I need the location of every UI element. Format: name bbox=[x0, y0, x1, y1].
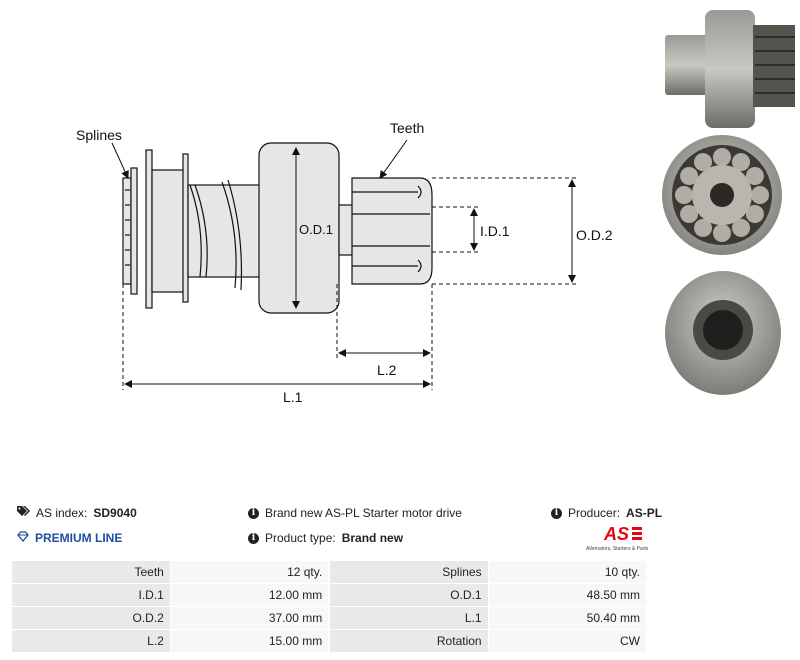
gear-tooth bbox=[713, 224, 731, 242]
product-photo-splines-end bbox=[665, 271, 781, 395]
label-od1: O.D.1 bbox=[299, 222, 333, 237]
spec-label: Teeth bbox=[11, 560, 171, 584]
technical-drawing: Splines Teeth O.D.1 I.D.1 O.D.2 L.2 L.1 bbox=[76, 120, 613, 405]
producer-value: AS-PL bbox=[626, 506, 663, 520]
spec-value: 50.40 mm bbox=[487, 606, 648, 630]
spec-value: 37.00 mm bbox=[169, 606, 331, 630]
spec-label: O.D.1 bbox=[328, 583, 489, 607]
diamond-icon bbox=[17, 531, 29, 545]
label-l2: L.2 bbox=[377, 362, 397, 378]
spec-label: O.D.2 bbox=[11, 606, 171, 630]
spec-value: 15.00 mm bbox=[169, 629, 331, 653]
product-photo-gear-end bbox=[662, 135, 782, 255]
gear-tooth bbox=[680, 205, 699, 223]
spec-label: L.1 bbox=[328, 606, 489, 630]
label-splines: Splines bbox=[76, 127, 122, 143]
label-l1: L.1 bbox=[283, 389, 303, 405]
info-icon: i bbox=[248, 532, 259, 544]
spec-label: I.D.1 bbox=[11, 583, 171, 607]
splines-flange bbox=[122, 177, 132, 285]
label-id1: I.D.1 bbox=[480, 223, 510, 239]
as-index-value: SD9040 bbox=[93, 506, 137, 520]
producer-row: i Producer: AS-PL bbox=[551, 506, 662, 520]
info-icon: i bbox=[248, 507, 259, 519]
label-teeth: Teeth bbox=[390, 120, 424, 136]
premium-line-row: PREMIUM LINE bbox=[17, 531, 122, 545]
product-type-value: Brand new bbox=[341, 531, 404, 545]
svg-text:AS: AS bbox=[603, 524, 629, 544]
gear-tooth bbox=[745, 167, 764, 185]
spec-label: L.2 bbox=[11, 629, 171, 653]
description-text: Brand new AS-PL Starter motor drive bbox=[265, 506, 462, 520]
as-pl-logo: AS Alternators, Starters & Parts bbox=[586, 524, 649, 552]
gear-tooth bbox=[694, 218, 712, 237]
tags-icon bbox=[17, 506, 30, 520]
spec-label: Splines bbox=[328, 560, 489, 584]
gear-body bbox=[351, 177, 433, 285]
producer-label: Producer: bbox=[568, 506, 621, 520]
gear-tooth bbox=[732, 153, 750, 172]
spec-value: CW bbox=[487, 629, 648, 653]
gear-tooth bbox=[680, 167, 699, 185]
spec-value: 10 qty. bbox=[487, 560, 648, 584]
premium-line-label: PREMIUM LINE bbox=[35, 531, 123, 545]
spec-value: 12.00 mm bbox=[169, 583, 331, 607]
spec-label: Rotation bbox=[328, 629, 489, 653]
gear-tooth bbox=[713, 148, 731, 166]
product-type-label: Product type: bbox=[265, 531, 336, 545]
gear-tooth bbox=[732, 218, 750, 237]
gear-tooth bbox=[745, 205, 764, 223]
gear-tooth bbox=[751, 186, 769, 204]
as-index-row: AS index: SD9040 bbox=[17, 506, 137, 520]
spec-value: 12 qty. bbox=[169, 560, 331, 584]
svg-text:Alternators, Starters & Parts: Alternators, Starters & Parts bbox=[586, 546, 649, 552]
product-photo-side bbox=[665, 10, 795, 128]
gear-tooth bbox=[694, 153, 712, 172]
label-od2: O.D.2 bbox=[576, 227, 613, 243]
product-type-row: i Product type: Brand new bbox=[248, 531, 403, 545]
as-index-label: AS index: bbox=[36, 506, 88, 520]
info-icon: i bbox=[551, 507, 562, 519]
description-row: i Brand new AS-PL Starter motor drive bbox=[248, 506, 462, 520]
spec-value: 48.50 mm bbox=[487, 583, 648, 607]
gear-tooth bbox=[675, 186, 693, 204]
